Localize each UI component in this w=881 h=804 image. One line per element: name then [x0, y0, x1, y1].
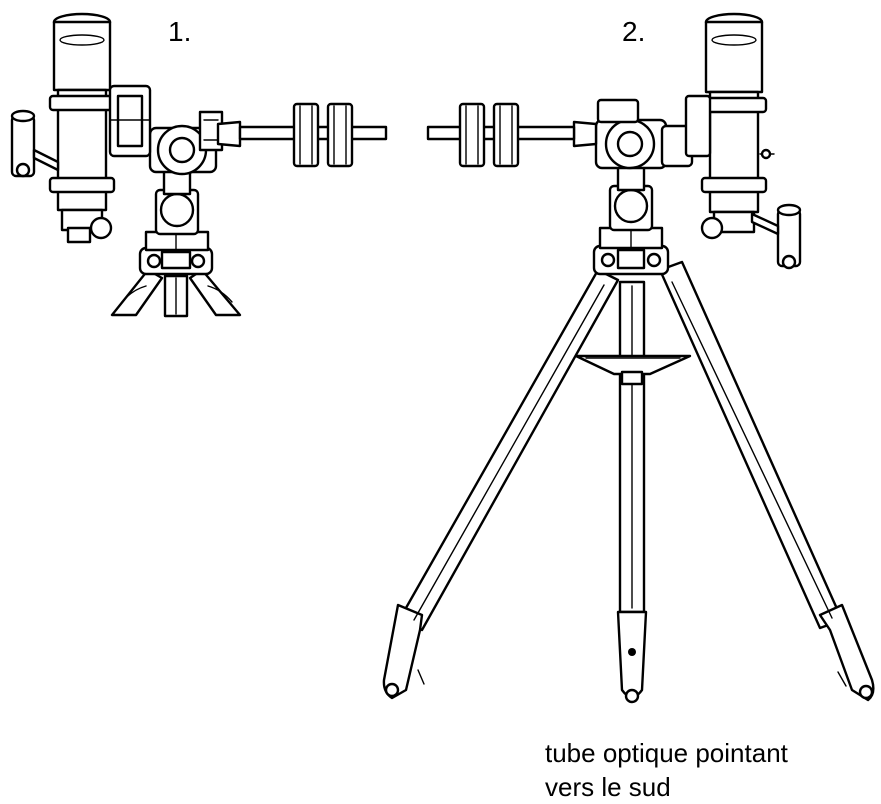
figure-2-tripod-head	[592, 226, 670, 276]
step-2-label: 2.	[622, 16, 646, 47]
figure-2-tripod-legs	[382, 260, 875, 704]
figure-1-tripod-legs	[110, 268, 242, 318]
figure-1-tripod-head	[138, 230, 214, 276]
caption-line-2: vers le sud	[545, 772, 671, 802]
figure-1-counterweight	[216, 102, 388, 168]
caption-text: tube optique pointant vers le sud	[545, 736, 788, 804]
figure-1-finder-scope	[10, 109, 60, 178]
figure-2-mount	[382, 12, 875, 704]
figure-2-finder-scope	[750, 203, 802, 270]
figure-2-mount-body	[594, 98, 694, 232]
figure-1-mount	[10, 12, 388, 318]
caption-line-1: tube optique pointant	[545, 738, 788, 768]
figure-2-optical-tube	[684, 12, 775, 240]
figure-1-mount-body	[148, 110, 224, 236]
figure-1-optical-tube	[48, 12, 152, 244]
figure-2-counterweight	[426, 102, 598, 168]
step-1-label: 1.	[168, 16, 192, 47]
